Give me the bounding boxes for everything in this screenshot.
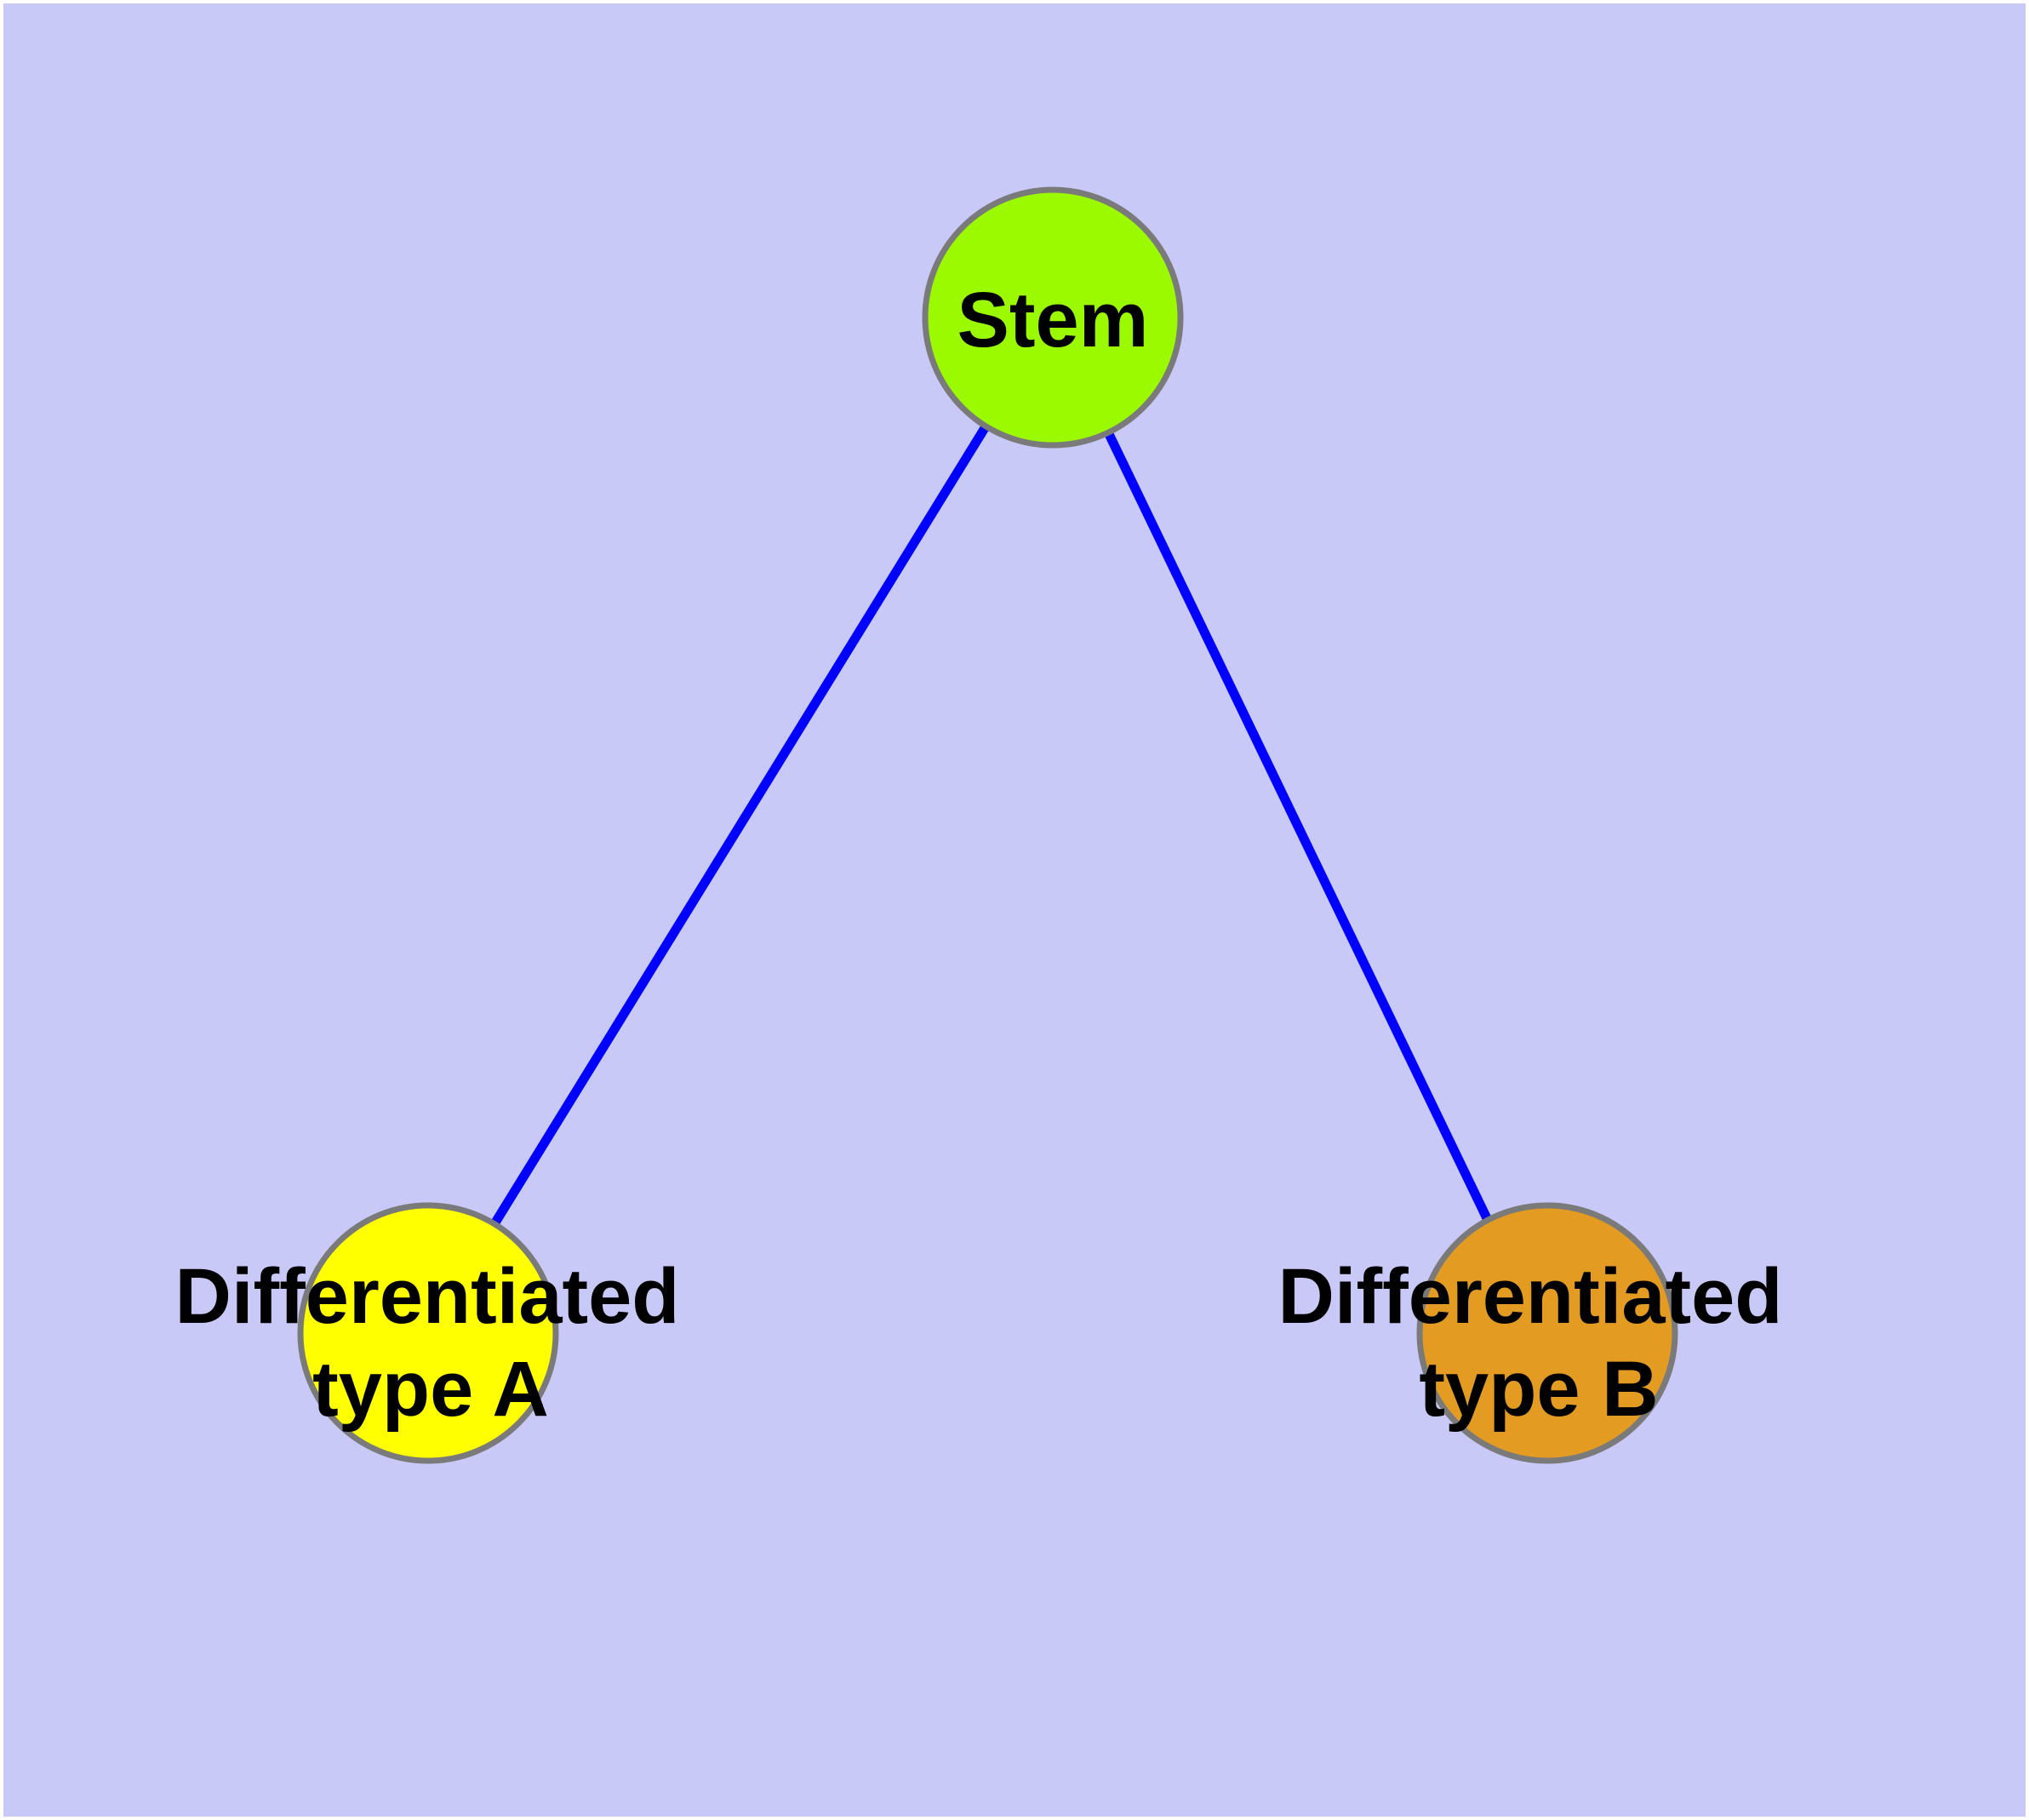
node-differentiated-type-a: Differentiated type A [175,1202,680,1464]
node-type-a-label-line1: Differentiated [175,1253,680,1340]
edge-stem-to-typeA [423,315,1057,1336]
node-type-a-circle [297,1202,559,1464]
node-differentiated-type-b: Differentiated type B [1278,1202,1783,1464]
edge-stem-to-typeB [1049,315,1546,1336]
edge-layer [423,315,1546,1336]
node-type-b-label-line2: type B [1419,1346,1658,1433]
node-type-b-label-line1: Differentiated [1278,1253,1783,1340]
node-stem-label: Stem [957,277,1149,363]
node-stem: Stem [922,186,1184,449]
node-type-b-circle [1416,1202,1678,1464]
node-stem-circle [922,186,1184,449]
node-type-a-label-line2: type A [312,1346,549,1433]
